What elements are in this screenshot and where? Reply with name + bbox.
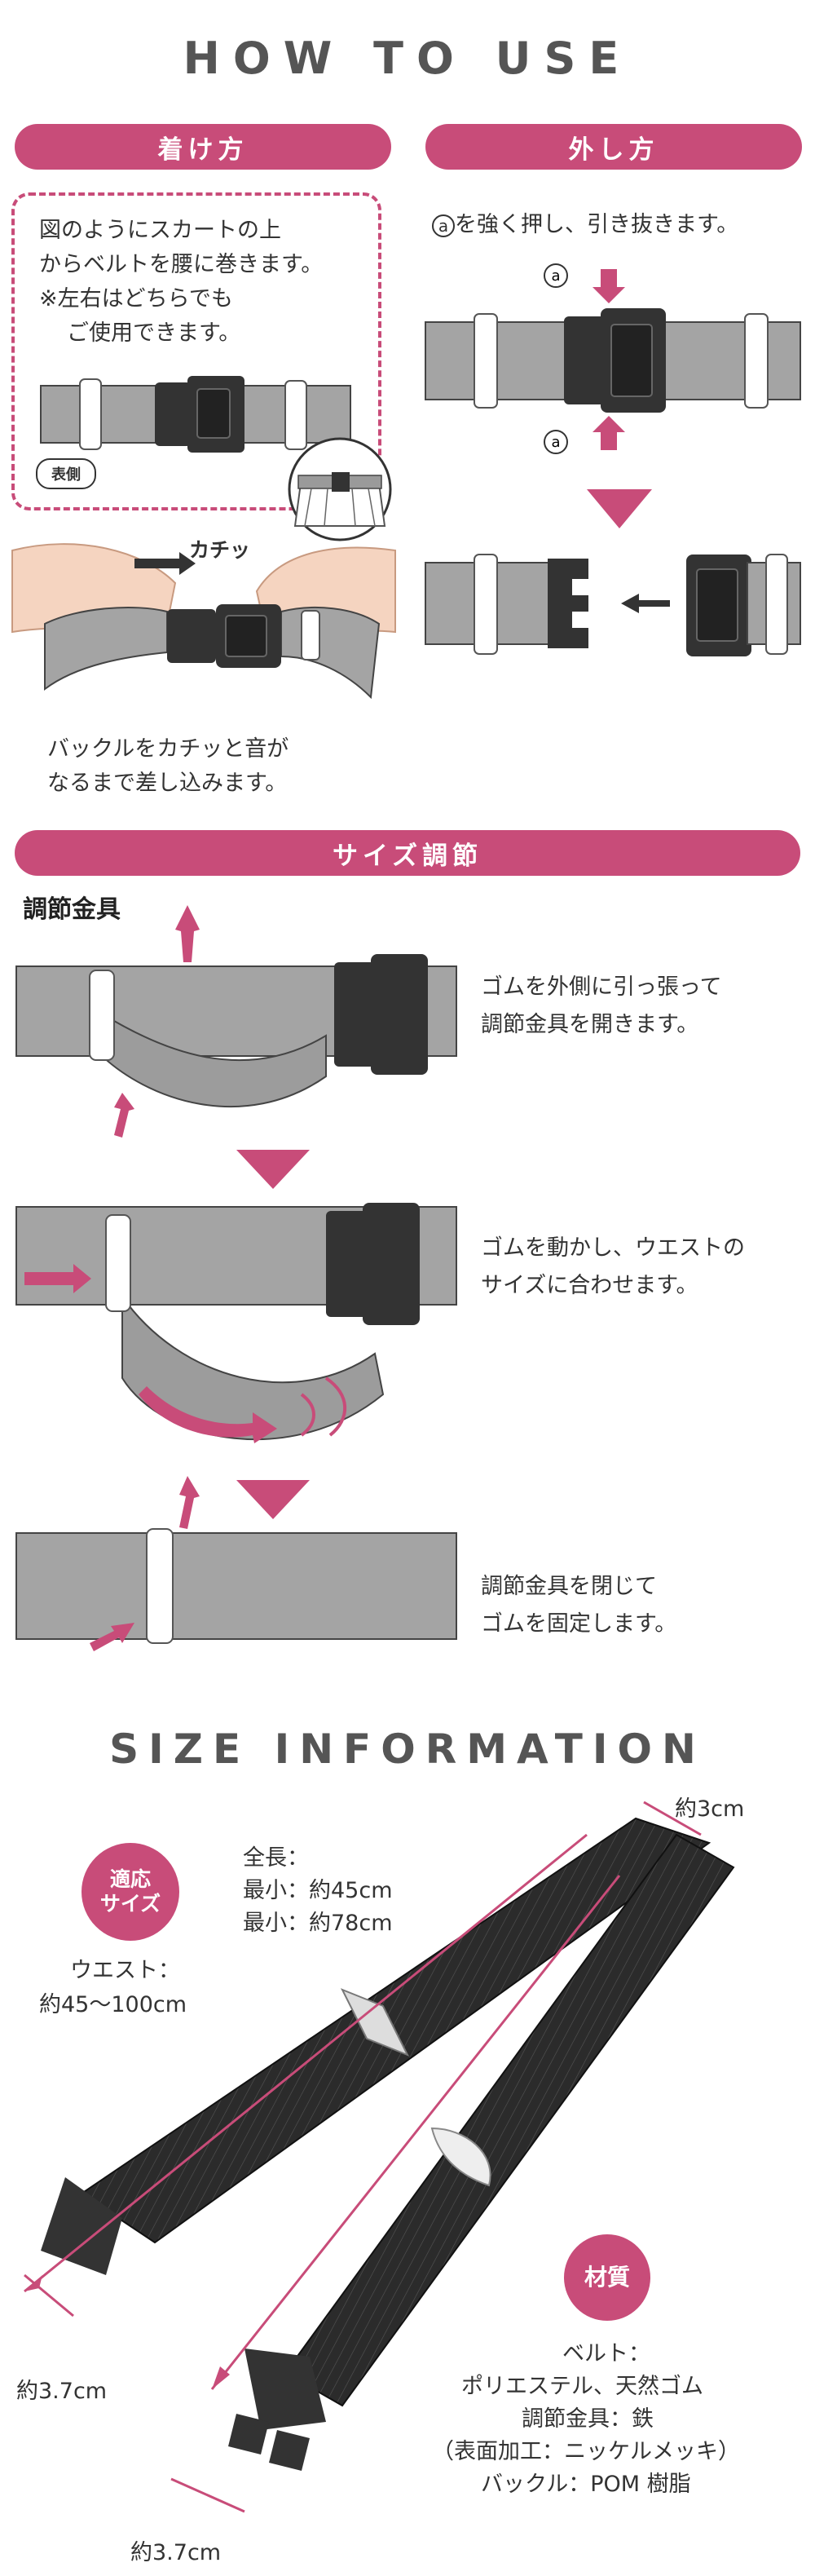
length-max: 最小：約78cm [243, 1911, 393, 1936]
put-on-header: 着け方 [15, 124, 391, 170]
how-to-use-title: HOW TO USE [183, 33, 632, 84]
step3-line-2: ゴムを固定します。 [481, 1611, 677, 1637]
material-line-1: ベルト： [562, 2341, 650, 2366]
buckle-instruction-line-1: バックルをカチッと音が [47, 736, 289, 762]
marker-a-icon: a [432, 214, 455, 237]
put-on-instruction-box [11, 192, 381, 510]
step1-line-1: ゴムを外側に引っ張って [481, 974, 722, 1000]
step2-line-1: ゴムを動かし、ウエストの [481, 1235, 745, 1261]
put-on-instruction-line-3: ※左右はどちらでも [39, 286, 233, 312]
belt-buckled-illustration: a a [425, 263, 801, 454]
put-on-instruction-line-1: 図のようにスカートの上 [39, 218, 281, 243]
fit-size-badge-line-1: 適応 [109, 1867, 151, 1891]
down-arrow-2 [236, 1150, 310, 1189]
material-line-5: バックル：POM 樹脂 [481, 2472, 691, 2497]
take-off-instruction-text: を強く押し、引き抜きます。 [455, 212, 739, 237]
size-information-title: SIZE INFORMATION [109, 1725, 706, 1773]
size-adjust-header: サイズ調節 [15, 830, 800, 876]
step3-line-1: 調節金具を閉じて [481, 1574, 657, 1599]
belt-released-illustration [425, 554, 801, 656]
buckle-instruction-line-2: なるまで差し込みます。 [47, 771, 288, 796]
material-line-2: ポリエステル、天然ゴム [461, 2374, 703, 2399]
adjust-step1-illustration [15, 905, 457, 1138]
adjust-step3-illustration [15, 1476, 457, 1651]
click-sound-label: カチッ [189, 538, 251, 562]
put-on-instruction-line-4: ご使用できます。 [67, 320, 241, 346]
svg-text:a: a [551, 267, 560, 285]
take-off-header: 外し方 [425, 124, 802, 170]
length-label: 全長： [243, 1845, 309, 1871]
waist-label: ウエスト： [70, 1958, 180, 1983]
fitting-label: 調節金具 [23, 895, 121, 924]
material-line-3: 調節金具：鉄 [522, 2406, 654, 2432]
skirt-inset-illustration [288, 437, 392, 541]
svg-text:a: a [551, 434, 560, 451]
put-on-instruction-line-2: からベルトを腰に巻きます。 [39, 252, 324, 277]
front-side-tag: 表側 [36, 458, 96, 489]
length-min: 最小：約45cm [243, 1878, 393, 1903]
step1-line-2: 調節金具を開きます。 [481, 1012, 699, 1037]
width-left-label: 約3.7cm [16, 2379, 108, 2404]
fit-size-badge: 適応 サイズ [82, 1843, 179, 1941]
material-badge: 材質 [564, 2234, 650, 2321]
step2-line-2: サイズに合わせます。 [481, 1273, 698, 1298]
belt-small-illustration [40, 376, 351, 453]
hands-buckle-illustration [11, 543, 396, 700]
waist-value: 約45〜100cm [39, 1992, 187, 2017]
down-arrow-3 [236, 1480, 310, 1519]
down-arrow-1 [587, 489, 652, 528]
material-line-4: （表面加工：ニッケルメッキ） [432, 2439, 740, 2464]
black-belt-illustration [24, 1801, 735, 2513]
fit-size-badge-line-2: サイズ [99, 1892, 161, 1915]
width-bottom-label: 約3.7cm [130, 2540, 222, 2565]
width-top-label: 約3cm [675, 1796, 745, 1822]
adjust-step2-illustration [15, 1203, 457, 1443]
